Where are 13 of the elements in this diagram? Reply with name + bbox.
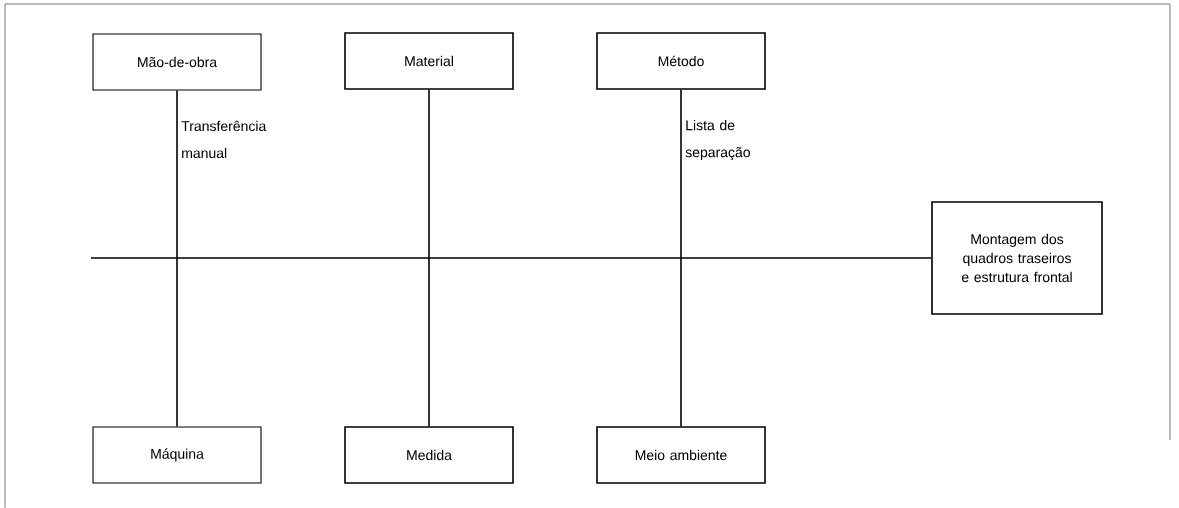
category-box: Meio ambiente xyxy=(596,426,766,484)
bone-line xyxy=(680,89,682,427)
category-box: Máquina xyxy=(92,426,262,484)
bone-line xyxy=(428,89,430,427)
category-box: Medida xyxy=(344,426,514,484)
edge-label: Transferência manual xyxy=(181,120,267,159)
category-box: Método xyxy=(596,32,766,90)
category-box: Mão-de-obra xyxy=(92,33,262,91)
category-box: Material xyxy=(344,32,514,90)
edge-label: Lista de separação xyxy=(685,120,750,161)
bone-line xyxy=(176,89,178,428)
effect-box: Montagem dos quadros traseiros e estrutura frontal xyxy=(931,201,1103,315)
spine-line xyxy=(90,257,932,259)
